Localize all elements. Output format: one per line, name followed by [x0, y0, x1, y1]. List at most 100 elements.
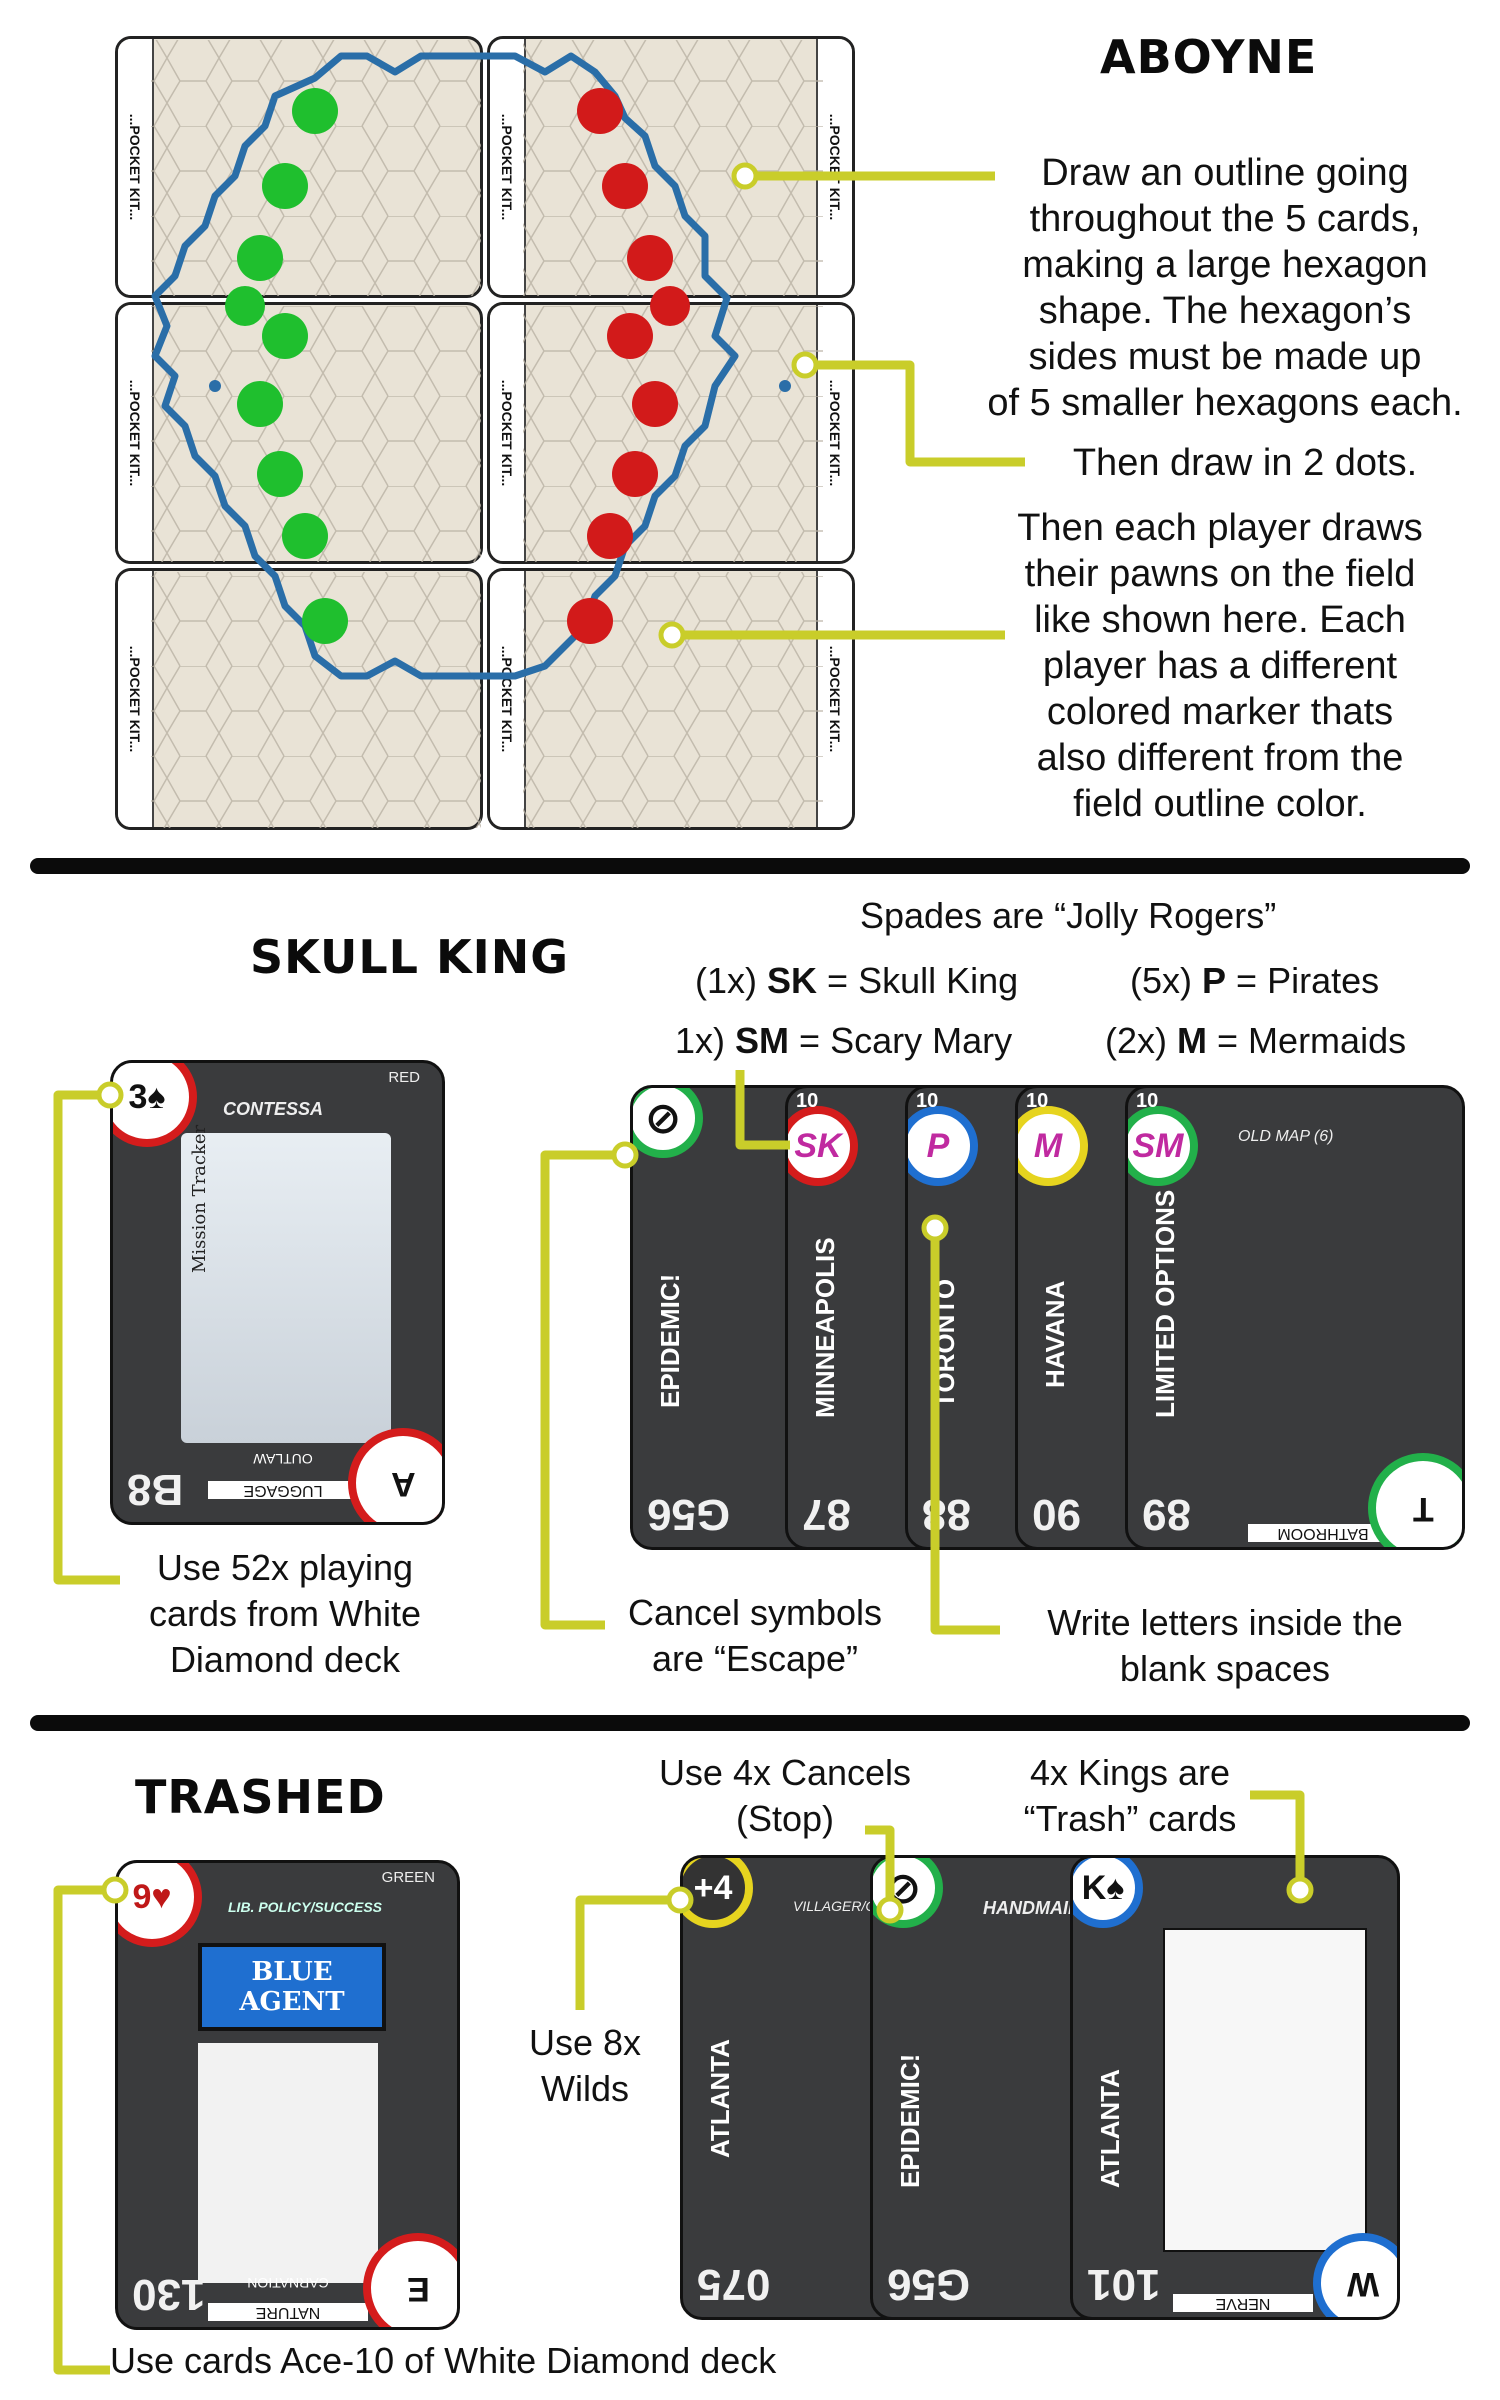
- rank-badge: P: [908, 1106, 978, 1186]
- blue-agent-card: 9♥ GREEN LIB. POLICY/SUCCESS BLUE AGENT …: [115, 1860, 460, 2330]
- callout-line: Write letters inside the: [1047, 1602, 1403, 1643]
- grid-panel: [198, 2043, 378, 2283]
- step1-line: throughout the 5 cards,: [1029, 198, 1421, 240]
- legend-mermaids: (2x) M = Mermaids: [1105, 1020, 1406, 1062]
- legend-count: (1x): [695, 960, 757, 1001]
- step1-line: making a large hexagon: [1022, 244, 1428, 286]
- step3-line: also different from the: [1036, 737, 1404, 779]
- green-pawns: [225, 88, 348, 644]
- legend-code: SM: [735, 1020, 790, 1061]
- aboyne-title: ABOYNE: [1100, 30, 1318, 84]
- legend-meaning: = Skull King: [827, 960, 1019, 1001]
- fan-card-header: HANDMAID: [983, 1898, 1081, 1918]
- skull-king-fan: ⊘ EPIDEMIC! G56 SK 10 MINNEAPOLIS 87 P 1…: [620, 1085, 1470, 1565]
- legend-count: (5x): [1130, 960, 1192, 1001]
- callout-line: Diamond deck: [169, 1639, 401, 1680]
- heart-icon: ♥: [151, 1877, 172, 1916]
- skull-king-callouts: [53, 1070, 1000, 1635]
- fan-card-mark: P: [926, 1126, 950, 1165]
- wild-mark: +4: [693, 1868, 733, 1907]
- fan-card-header: OLD MAP (6): [1238, 1128, 1334, 1145]
- card-rank: 9: [132, 1877, 152, 1916]
- trashed-callouts: [53, 1790, 1314, 2375]
- step3-line: their pawns on the field: [1024, 553, 1416, 595]
- card-rank: 3: [128, 1077, 148, 1116]
- card-color-word: RED: [388, 1069, 420, 1086]
- fan-card: SM 10 OLD MAP (6) LIMITED OPTIONS BATHRO…: [1125, 1085, 1465, 1550]
- fan-card: K♠ ATLANTA NERVE 101 W: [1070, 1855, 1400, 2320]
- legend-count: (2x): [1105, 1020, 1167, 1061]
- legend-meaning: = Pirates: [1236, 960, 1380, 1001]
- callout-cancel-escape: Cancel symbols are “Escape”: [605, 1590, 905, 1682]
- callout-line: blank spaces: [1119, 1648, 1331, 1689]
- hexagon-outline-drawing: [151, 40, 823, 828]
- rank-badge: 3♠: [113, 1063, 197, 1147]
- fan-card-rank: 10: [1136, 1090, 1159, 1112]
- callout-line: Wilds: [541, 2068, 629, 2109]
- step1-line: sides must be made up: [1028, 336, 1422, 378]
- callout-line: Use 52x playing: [156, 1547, 414, 1588]
- trashed-fan: +4 VILLAGER/C ATLANTA 075 ⊘ HANDMAID EPI…: [680, 1855, 1400, 2335]
- section-divider: [30, 858, 1470, 874]
- step3-line: colored marker thats: [1046, 691, 1394, 733]
- aboyne-callouts: [658, 162, 1025, 649]
- callout-line: Use 4x Cancels: [658, 1752, 912, 1793]
- step1-line: of 5 smaller hexagons each.: [987, 382, 1463, 424]
- aboyne-step2: Then draw in 2 dots.: [1072, 442, 1418, 484]
- legend-code: SK: [767, 960, 818, 1001]
- legend-scary-mary: 1x) SM = Scary Mary: [675, 1020, 1012, 1062]
- card-color-word: GREEN: [381, 1869, 435, 1886]
- rank-badge: SK: [788, 1106, 858, 1186]
- card-name: CONTESSA: [223, 1099, 324, 1119]
- step1-line: shape. The hexagon’s: [1038, 290, 1412, 332]
- bingo-grid: [1163, 1928, 1367, 2252]
- fan-card-header: VILLAGER/C: [793, 1898, 876, 1914]
- legend-skull-king: (1x) SK = Skull King: [695, 960, 1018, 1002]
- callout-cancels: Use 4x Cancels (Stop): [650, 1750, 920, 1842]
- rank-badge: SM: [1128, 1106, 1198, 1186]
- letter-badge: W: [1313, 2233, 1397, 2317]
- mission-tracker-card: 3♠ CONTESSA RED Mission Tracker LUGGAGE …: [110, 1060, 445, 1525]
- callout-wilds: Use 8x Wilds: [510, 2020, 660, 2112]
- callout-playing-cards: Use 52x playing cards from White Diamond…: [120, 1545, 450, 1683]
- hexagon-outline: [151, 52, 739, 680]
- callout-write-letters: Write letters inside the blank spaces: [1005, 1600, 1445, 1692]
- step3-line: like shown here. Each: [1034, 599, 1406, 641]
- aboyne-step3: Then each player draws their pawns on th…: [985, 505, 1455, 827]
- fan-card-mark: SK: [794, 1126, 842, 1165]
- mission-panel: [181, 1133, 391, 1443]
- callout-line: cards from White: [148, 1593, 422, 1634]
- policy-label: LIB. POLICY/SUCCESS: [228, 1899, 383, 1915]
- agent-box: BLUE AGENT: [198, 1943, 386, 2031]
- rank-badge: M: [1018, 1106, 1088, 1186]
- skull-king-title: SKULL KING: [250, 930, 569, 984]
- step1-line: Draw an outline going: [1041, 152, 1409, 194]
- spade-icon: ♠: [1106, 1868, 1125, 1907]
- spade-icon: ♠: [147, 1077, 166, 1116]
- step3-line: field outline color.: [1073, 783, 1367, 825]
- aboyne-step1: Draw an outline going throughout the 5 c…: [965, 150, 1485, 426]
- callout-line: “Trash” cards: [1023, 1798, 1237, 1839]
- legend-meaning: = Scary Mary: [799, 1020, 1013, 1061]
- trashed-title: TRASHED: [135, 1770, 386, 1824]
- aboyne-board: ...POCKET KIT... ...POCKET KIT......POCK…: [115, 36, 875, 836]
- spades-note: Spades are “Jolly Rogers”: [860, 895, 1277, 936]
- legend-meaning: = Mermaids: [1217, 1020, 1407, 1061]
- legend-code: M: [1177, 1020, 1208, 1061]
- fan-card-mark: SM: [1132, 1126, 1184, 1165]
- fan-card-rank: 10: [1026, 1090, 1049, 1112]
- legend-pirates: (5x) P = Pirates: [1130, 960, 1379, 1002]
- letter-badge: T: [1368, 1453, 1462, 1547]
- step3-line: player has a different: [1042, 645, 1398, 687]
- fan-card-rank: 10: [916, 1090, 939, 1112]
- center-dot-right: [779, 380, 791, 392]
- legend-count: 1x): [675, 1020, 726, 1061]
- agent-label: BLUE AGENT: [239, 1957, 345, 2017]
- legend-code: P: [1202, 960, 1227, 1001]
- callout-deck: Use cards Ace-10 of White Diamond deck: [110, 2340, 777, 2381]
- callout-line: Cancel symbols: [627, 1592, 883, 1633]
- fan-card-rank: 10: [796, 1090, 819, 1112]
- callout-line: (Stop): [735, 1798, 835, 1839]
- red-pawns: [567, 88, 690, 644]
- fan-card-mark: M: [1033, 1126, 1063, 1165]
